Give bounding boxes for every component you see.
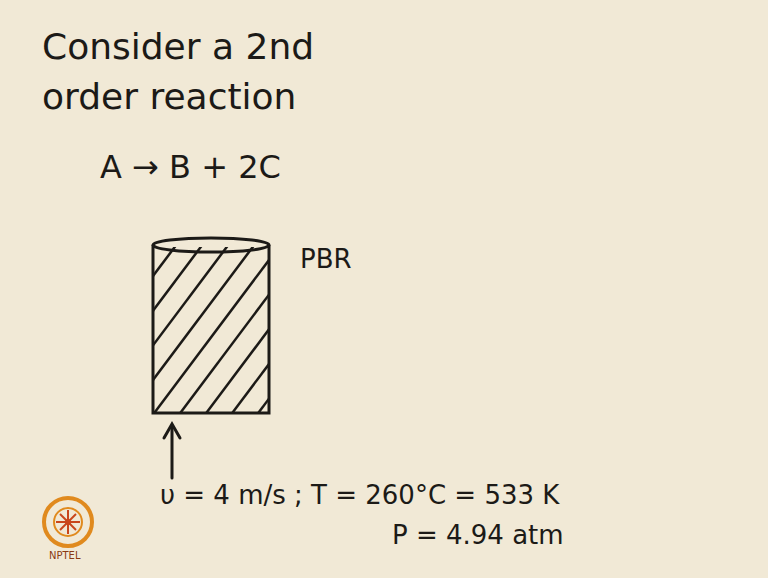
nptel-logo [44,498,92,546]
reaction-equation: A → B + 2C [100,148,281,186]
logo-text: NPTEL [49,550,81,561]
feed-conditions: υ = 4 m/s ; T = 260°C = 533 K [160,480,559,510]
reactor-vessel: PBR [150,236,272,416]
pressure-value: P = 4.94 atm [392,520,564,550]
reactor-label: PBR [300,244,352,274]
feed-arrow [164,424,180,478]
cylinder-outline [150,236,272,416]
note-text: Consider a 2nd order reaction [42,22,402,122]
